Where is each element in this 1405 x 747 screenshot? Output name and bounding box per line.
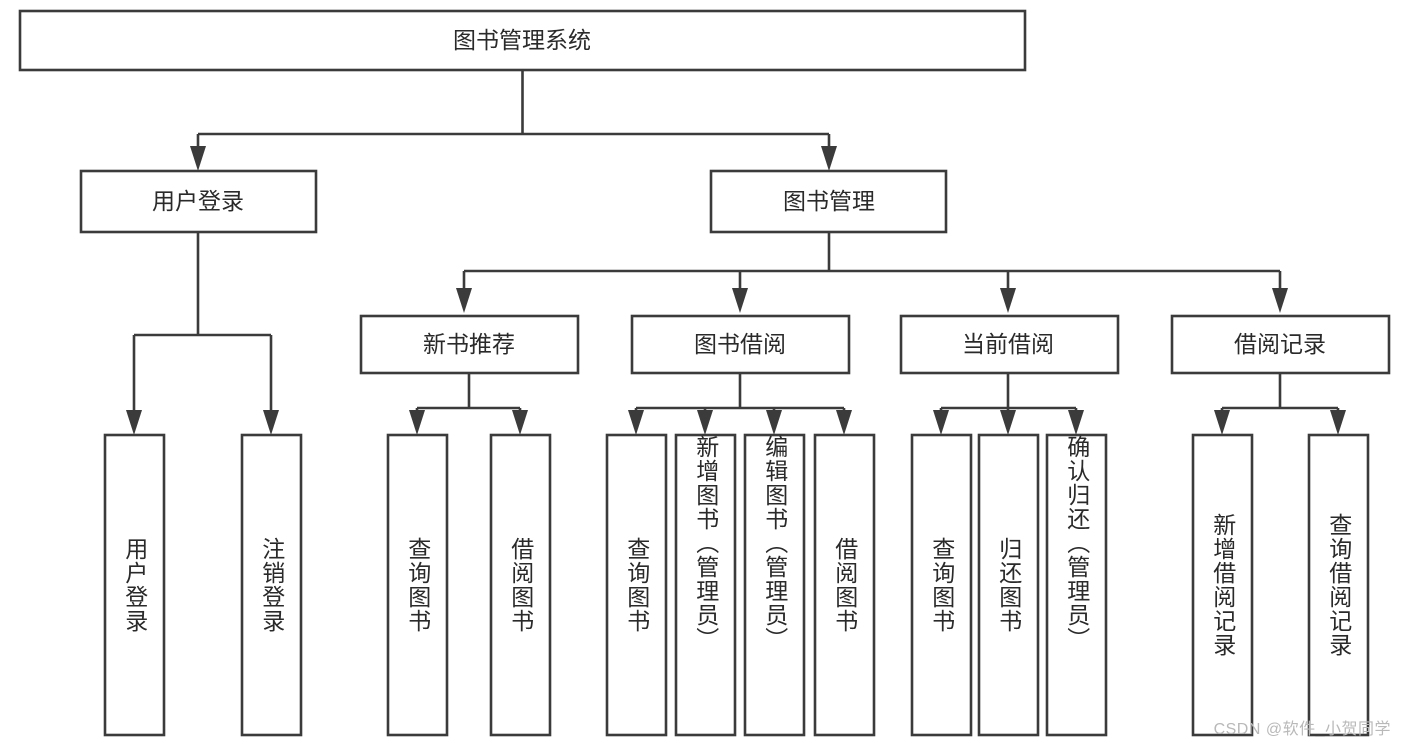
connector-borrow-record-to-leaves — [1214, 373, 1346, 435]
leaf-boxes-book-borrow — [605, 433, 876, 737]
leaf-box-return-book[interactable] — [977, 433, 1040, 737]
node-user-login-box[interactable] — [79, 169, 318, 234]
node-book-borrow[interactable]: 图书借阅 — [630, 314, 851, 375]
arrow-head-icon — [1000, 288, 1016, 313]
connector-book-mgmt-to-level3 — [456, 232, 1288, 313]
node-borrow-record[interactable]: 借阅记录 — [1170, 314, 1391, 375]
leaf-box-add-borrow-record[interactable] — [1191, 433, 1254, 737]
node-book-borrow-label: 图书借阅 — [694, 331, 786, 357]
node-user-login-label: 用户登录 — [152, 188, 244, 214]
connector-book-borrow-to-leaves — [628, 373, 852, 435]
node-new-book-recommend-label: 新书推荐 — [423, 331, 515, 357]
arrow-head-icon — [512, 410, 528, 435]
node-current-borrow[interactable]: 当前借阅 — [899, 314, 1120, 375]
node-user-login[interactable]: 用户登录 — [79, 169, 318, 234]
leaf-boxes-current-borrow — [910, 433, 1108, 737]
node-book-management-label: 图书管理 — [783, 188, 875, 214]
node-root-label: 图书管理系统 — [453, 27, 591, 53]
leaf-box-edit-book-admin[interactable] — [743, 433, 806, 737]
csdn-watermark: CSDN @软件_小贺同学 — [1213, 721, 1391, 738]
leaf-box-query-borrow-record[interactable] — [1307, 433, 1370, 737]
node-root-box[interactable] — [18, 9, 1027, 72]
arrow-head-icon — [456, 288, 472, 313]
arrow-head-icon — [190, 146, 206, 171]
leaf-box-borrow-book-2[interactable] — [813, 433, 876, 737]
node-book-management[interactable]: 图书管理 — [709, 169, 948, 234]
leaf-box-add-book-admin[interactable] — [674, 433, 737, 737]
arrow-head-icon — [732, 288, 748, 313]
node-root-system[interactable]: 图书管理系统 — [18, 9, 1027, 72]
connector-root-to-level2 — [190, 70, 837, 171]
arrow-head-icon — [263, 410, 279, 435]
leaf-boxes-new-book-recommend — [386, 433, 552, 737]
arrow-head-icon — [821, 146, 837, 171]
connector-new-book-to-leaves — [409, 373, 528, 435]
leaf-box-query-book-1[interactable] — [386, 433, 449, 737]
node-book-borrow-box[interactable] — [630, 314, 851, 375]
node-new-book-recommend[interactable]: 新书推荐 — [359, 314, 580, 375]
arrow-head-icon — [1272, 288, 1288, 313]
leaf-box-query-book-3[interactable] — [910, 433, 973, 737]
connector-current-borrow-to-leaves — [933, 373, 1084, 435]
node-current-borrow-label: 当前借阅 — [962, 331, 1054, 357]
arrow-head-icon — [1330, 410, 1346, 435]
leaf-box-query-book-2[interactable] — [605, 433, 668, 737]
node-borrow-record-box[interactable] — [1170, 314, 1391, 375]
arrow-head-icon — [697, 410, 713, 435]
arrow-head-icon — [933, 410, 949, 435]
leaf-box-confirm-return-admin[interactable] — [1045, 433, 1108, 737]
arrow-head-icon — [836, 410, 852, 435]
arrow-head-icon — [628, 410, 644, 435]
arrow-head-icon — [766, 410, 782, 435]
arrow-head-icon — [1214, 410, 1230, 435]
arrow-head-icon — [126, 410, 142, 435]
leaf-boxes-borrow-record — [1191, 433, 1370, 737]
leaf-box-borrow-book-1[interactable] — [489, 433, 552, 737]
node-borrow-record-label: 借阅记录 — [1234, 331, 1326, 357]
arrow-head-icon — [1068, 410, 1084, 435]
node-new-book-recommend-box[interactable] — [359, 314, 580, 375]
leaf-box-user-login[interactable] — [103, 433, 166, 737]
arrow-head-icon — [409, 410, 425, 435]
leaf-boxes-user-login — [103, 433, 303, 737]
arrow-head-icon — [1000, 410, 1016, 435]
connector-user-login-to-leaves — [126, 232, 279, 435]
leaf-box-logout[interactable] — [240, 433, 303, 737]
node-book-management-box[interactable] — [709, 169, 948, 234]
node-current-borrow-box[interactable] — [899, 314, 1120, 375]
